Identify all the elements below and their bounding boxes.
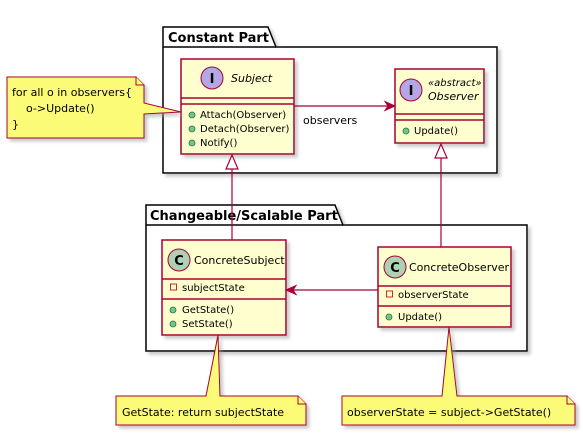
association-observers: observers xyxy=(294,100,397,127)
class-concrete-observer: C ConcreteObserver observerState Update(… xyxy=(377,246,512,328)
concrete-observer-name: ConcreteObserver xyxy=(409,261,509,274)
association-label: observers xyxy=(303,114,358,127)
public-method-icon xyxy=(169,306,177,314)
note-notify: for all o in observers{ o->Update() } xyxy=(6,76,182,139)
class-subject: I Subject Attach(Observer) Detach(Observ… xyxy=(180,58,295,155)
interface-glyph: I xyxy=(409,84,414,99)
observer-method-update: Update() xyxy=(414,126,458,137)
observer-name: Observer xyxy=(428,90,480,103)
observer-stereotype: «abstract» xyxy=(428,78,482,89)
subject-method-attach: Attach(Observer) xyxy=(200,110,286,121)
association-subject-ref xyxy=(284,284,378,296)
class-icon xyxy=(167,248,191,272)
class-icon xyxy=(383,255,407,279)
concrete-subject-name: ConcreteSubject xyxy=(194,254,285,267)
class-glyph: C xyxy=(174,254,184,269)
note-observer-state-text: observerState = subject->GetState() xyxy=(347,406,551,419)
concrete-subject-field: subjectState xyxy=(182,283,245,294)
note-observer-state: observerState = subject->GetState() xyxy=(341,326,576,426)
realization-concrete-observer xyxy=(434,142,448,247)
public-method-icon xyxy=(402,127,410,135)
note-get-state-text: GetState: return subjectState xyxy=(122,406,284,419)
class-glyph: C xyxy=(390,261,400,276)
inheritance-triangle xyxy=(225,153,239,170)
concrete-observer-method-update: Update() xyxy=(398,312,442,323)
package-constant-name: Constant Part xyxy=(168,31,269,46)
interface-glyph: I xyxy=(210,72,215,87)
arrowhead xyxy=(284,284,298,296)
concrete-subject-method-setstate: SetState() xyxy=(182,319,233,330)
inheritance-triangle xyxy=(434,142,448,159)
public-method-icon xyxy=(188,139,196,147)
note-notify-line1: for all o in observers{ xyxy=(12,86,132,99)
public-method-icon xyxy=(385,313,393,321)
subject-method-detach: Detach(Observer) xyxy=(200,124,290,135)
concrete-observer-field: observerState xyxy=(398,290,469,301)
public-method-icon xyxy=(188,125,196,133)
interface-icon xyxy=(200,66,224,90)
interface-icon xyxy=(399,78,423,102)
subject-name: Subject xyxy=(231,72,273,85)
realization-concrete-subject xyxy=(225,153,239,240)
subject-method-notify: Notify() xyxy=(200,138,237,149)
public-method-icon xyxy=(169,320,177,328)
public-method-icon xyxy=(188,111,196,119)
private-field-icon xyxy=(170,283,177,291)
class-concrete-subject: C ConcreteSubject subjectState GetState(… xyxy=(161,239,287,336)
note-get-state: GetState: return subjectState xyxy=(115,334,307,426)
note-notify-line3: } xyxy=(12,118,19,131)
private-field-icon xyxy=(386,290,393,298)
note-notify-line2: o->Update() xyxy=(12,102,95,115)
package-changeable-name: Changeable/Scalable Part xyxy=(150,209,338,224)
class-observer: I «abstract» Observer Update() xyxy=(394,68,485,144)
concrete-subject-method-getstate: GetState() xyxy=(182,305,234,316)
arrowhead xyxy=(383,100,397,112)
